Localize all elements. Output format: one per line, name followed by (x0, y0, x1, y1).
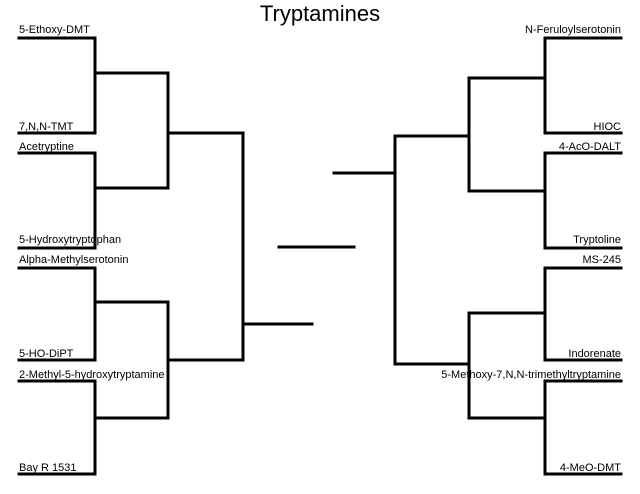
right-team-6: Indorenate (568, 348, 621, 360)
left-r3-match (241, 131, 314, 362)
left-team-4: 5-Hydroxytryptophan (19, 234, 121, 246)
left-team-3: Acetryptine (19, 141, 74, 153)
right-r1-match-2 (467, 151, 623, 250)
left-team-8: Bay R 1531 (19, 462, 76, 474)
left-r2-match-2 (166, 300, 245, 420)
left-r1-match-2 (17, 151, 170, 250)
right-r1-match-3 (467, 266, 623, 362)
right-r1-match-4 (467, 379, 623, 476)
right-team-2: HIOC (594, 121, 622, 133)
left-r2-match-1 (166, 71, 245, 190)
right-r2-match-2 (393, 311, 471, 420)
left-team-1: 5-Ethoxy-DMT (19, 24, 90, 36)
right-r1-match-1 (467, 36, 623, 135)
left-r1-match-4 (17, 379, 170, 476)
right-team-7: 5-Methoxy-7,N,N-trimethyltryptamine (441, 369, 621, 381)
right-team-3: 4-AcO-DALT (559, 141, 621, 153)
right-r2-match-1 (393, 76, 471, 193)
left-team-2: 7,N,N-TMT (19, 121, 74, 133)
left-team-7: 2-Methyl-5-hydroxytryptamine (19, 369, 165, 381)
right-r3-match (332, 134, 397, 366)
left-team-5: Alpha-Methylserotonin (19, 254, 128, 266)
right-team-1: N-Feruloylserotonin (525, 24, 621, 36)
left-r1-match-1 (17, 36, 170, 135)
right-team-5: MS-245 (582, 254, 621, 266)
right-team-8: 4-MeO-DMT (560, 462, 621, 474)
left-r1-match-3 (17, 266, 170, 362)
bracket-title: Tryptamines (260, 1, 380, 26)
right-team-4: Tryptoline (573, 234, 621, 246)
left-team-6: 5-HO-DiPT (19, 348, 74, 360)
